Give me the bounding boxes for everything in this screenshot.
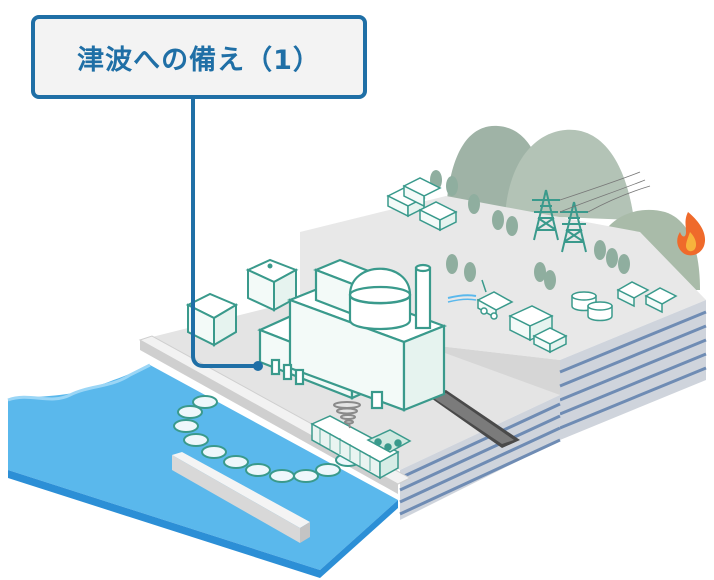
water-channel bbox=[428, 390, 520, 448]
callout-title: 津波への備え（1） bbox=[77, 44, 321, 76]
reactor-building bbox=[257, 258, 448, 412]
vehicle-icon bbox=[386, 177, 458, 232]
utility-vehicles bbox=[616, 281, 678, 314]
pump-facility bbox=[310, 415, 412, 480]
callout-connector bbox=[191, 99, 263, 371]
trees bbox=[430, 170, 630, 290]
spray-vehicle bbox=[447, 279, 514, 320]
cliff-layers bbox=[559, 300, 707, 440]
outbuilding-2 bbox=[245, 258, 299, 312]
tornado-icon bbox=[333, 401, 361, 429]
power-lines bbox=[559, 171, 651, 213]
breakwater bbox=[172, 452, 310, 543]
trucks bbox=[508, 305, 568, 354]
oil-fence bbox=[173, 395, 361, 483]
fire-icon bbox=[677, 212, 706, 256]
storage-tanks bbox=[571, 291, 613, 322]
callout-box: 津波への備え（1） bbox=[31, 15, 367, 99]
pylon-icon bbox=[532, 189, 588, 253]
hill-middle bbox=[505, 129, 634, 220]
